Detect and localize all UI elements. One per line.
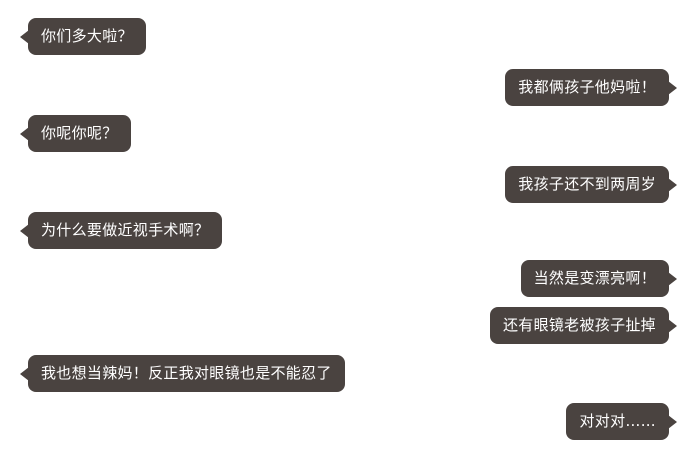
message-bubble[interactable]: 还有眼镜老被孩子扯掉 xyxy=(489,307,669,344)
message-bubble[interactable]: 你呢你呢？ xyxy=(28,115,131,152)
message-bubble[interactable]: 为什么要做近视手术啊？ xyxy=(28,212,223,249)
message-row-left[interactable]: 为什么要做近视手术啊？ xyxy=(20,212,223,249)
message-bubble[interactable]: 我也想当辣妈！反正我对眼镜也是不能忍了 xyxy=(28,355,345,392)
message-text: 对对对…… xyxy=(579,412,656,430)
message-row-right[interactable]: 对对对…… xyxy=(566,403,677,440)
message-bubble[interactable]: 当然是变漂亮啊！ xyxy=(520,260,669,297)
message-text: 我孩子还不到两周岁 xyxy=(518,175,656,193)
message-row-left[interactable]: 你们多大啦？ xyxy=(20,18,146,55)
message-row-left[interactable]: 你呢你呢？ xyxy=(20,115,131,152)
message-text: 为什么要做近视手术啊？ xyxy=(41,221,210,239)
tail-right-icon xyxy=(668,80,677,95)
tail-left-icon xyxy=(20,29,29,44)
message-row-right[interactable]: 我孩子还不到两周岁 xyxy=(505,166,677,203)
message-text: 还有眼镜老被孩子扯掉 xyxy=(502,316,656,334)
message-bubble[interactable]: 你们多大啦？ xyxy=(28,18,146,55)
message-row-right[interactable]: 当然是变漂亮啊！ xyxy=(520,260,677,297)
message-text: 我也想当辣妈！反正我对眼镜也是不能忍了 xyxy=(41,364,332,382)
tail-right-icon xyxy=(668,177,677,192)
tail-right-icon xyxy=(668,271,677,286)
message-row-right[interactable]: 还有眼镜老被孩子扯掉 xyxy=(489,307,677,344)
tail-left-icon xyxy=(20,366,29,381)
message-text: 我都俩孩子他妈啦！ xyxy=(518,78,656,96)
message-row-right[interactable]: 我都俩孩子他妈啦！ xyxy=(505,69,677,106)
tail-right-icon xyxy=(668,318,677,333)
message-bubble[interactable]: 对对对…… xyxy=(566,403,669,440)
message-text: 当然是变漂亮啊！ xyxy=(533,269,656,287)
tail-right-icon xyxy=(668,414,677,429)
tail-left-icon xyxy=(20,126,29,141)
message-row-left[interactable]: 我也想当辣妈！反正我对眼镜也是不能忍了 xyxy=(20,355,345,392)
message-bubble[interactable]: 我孩子还不到两周岁 xyxy=(505,166,669,203)
message-text: 你呢你呢？ xyxy=(41,124,118,142)
message-text: 你们多大啦？ xyxy=(41,27,133,45)
message-bubble[interactable]: 我都俩孩子他妈啦！ xyxy=(505,69,669,106)
tail-left-icon xyxy=(20,223,29,238)
